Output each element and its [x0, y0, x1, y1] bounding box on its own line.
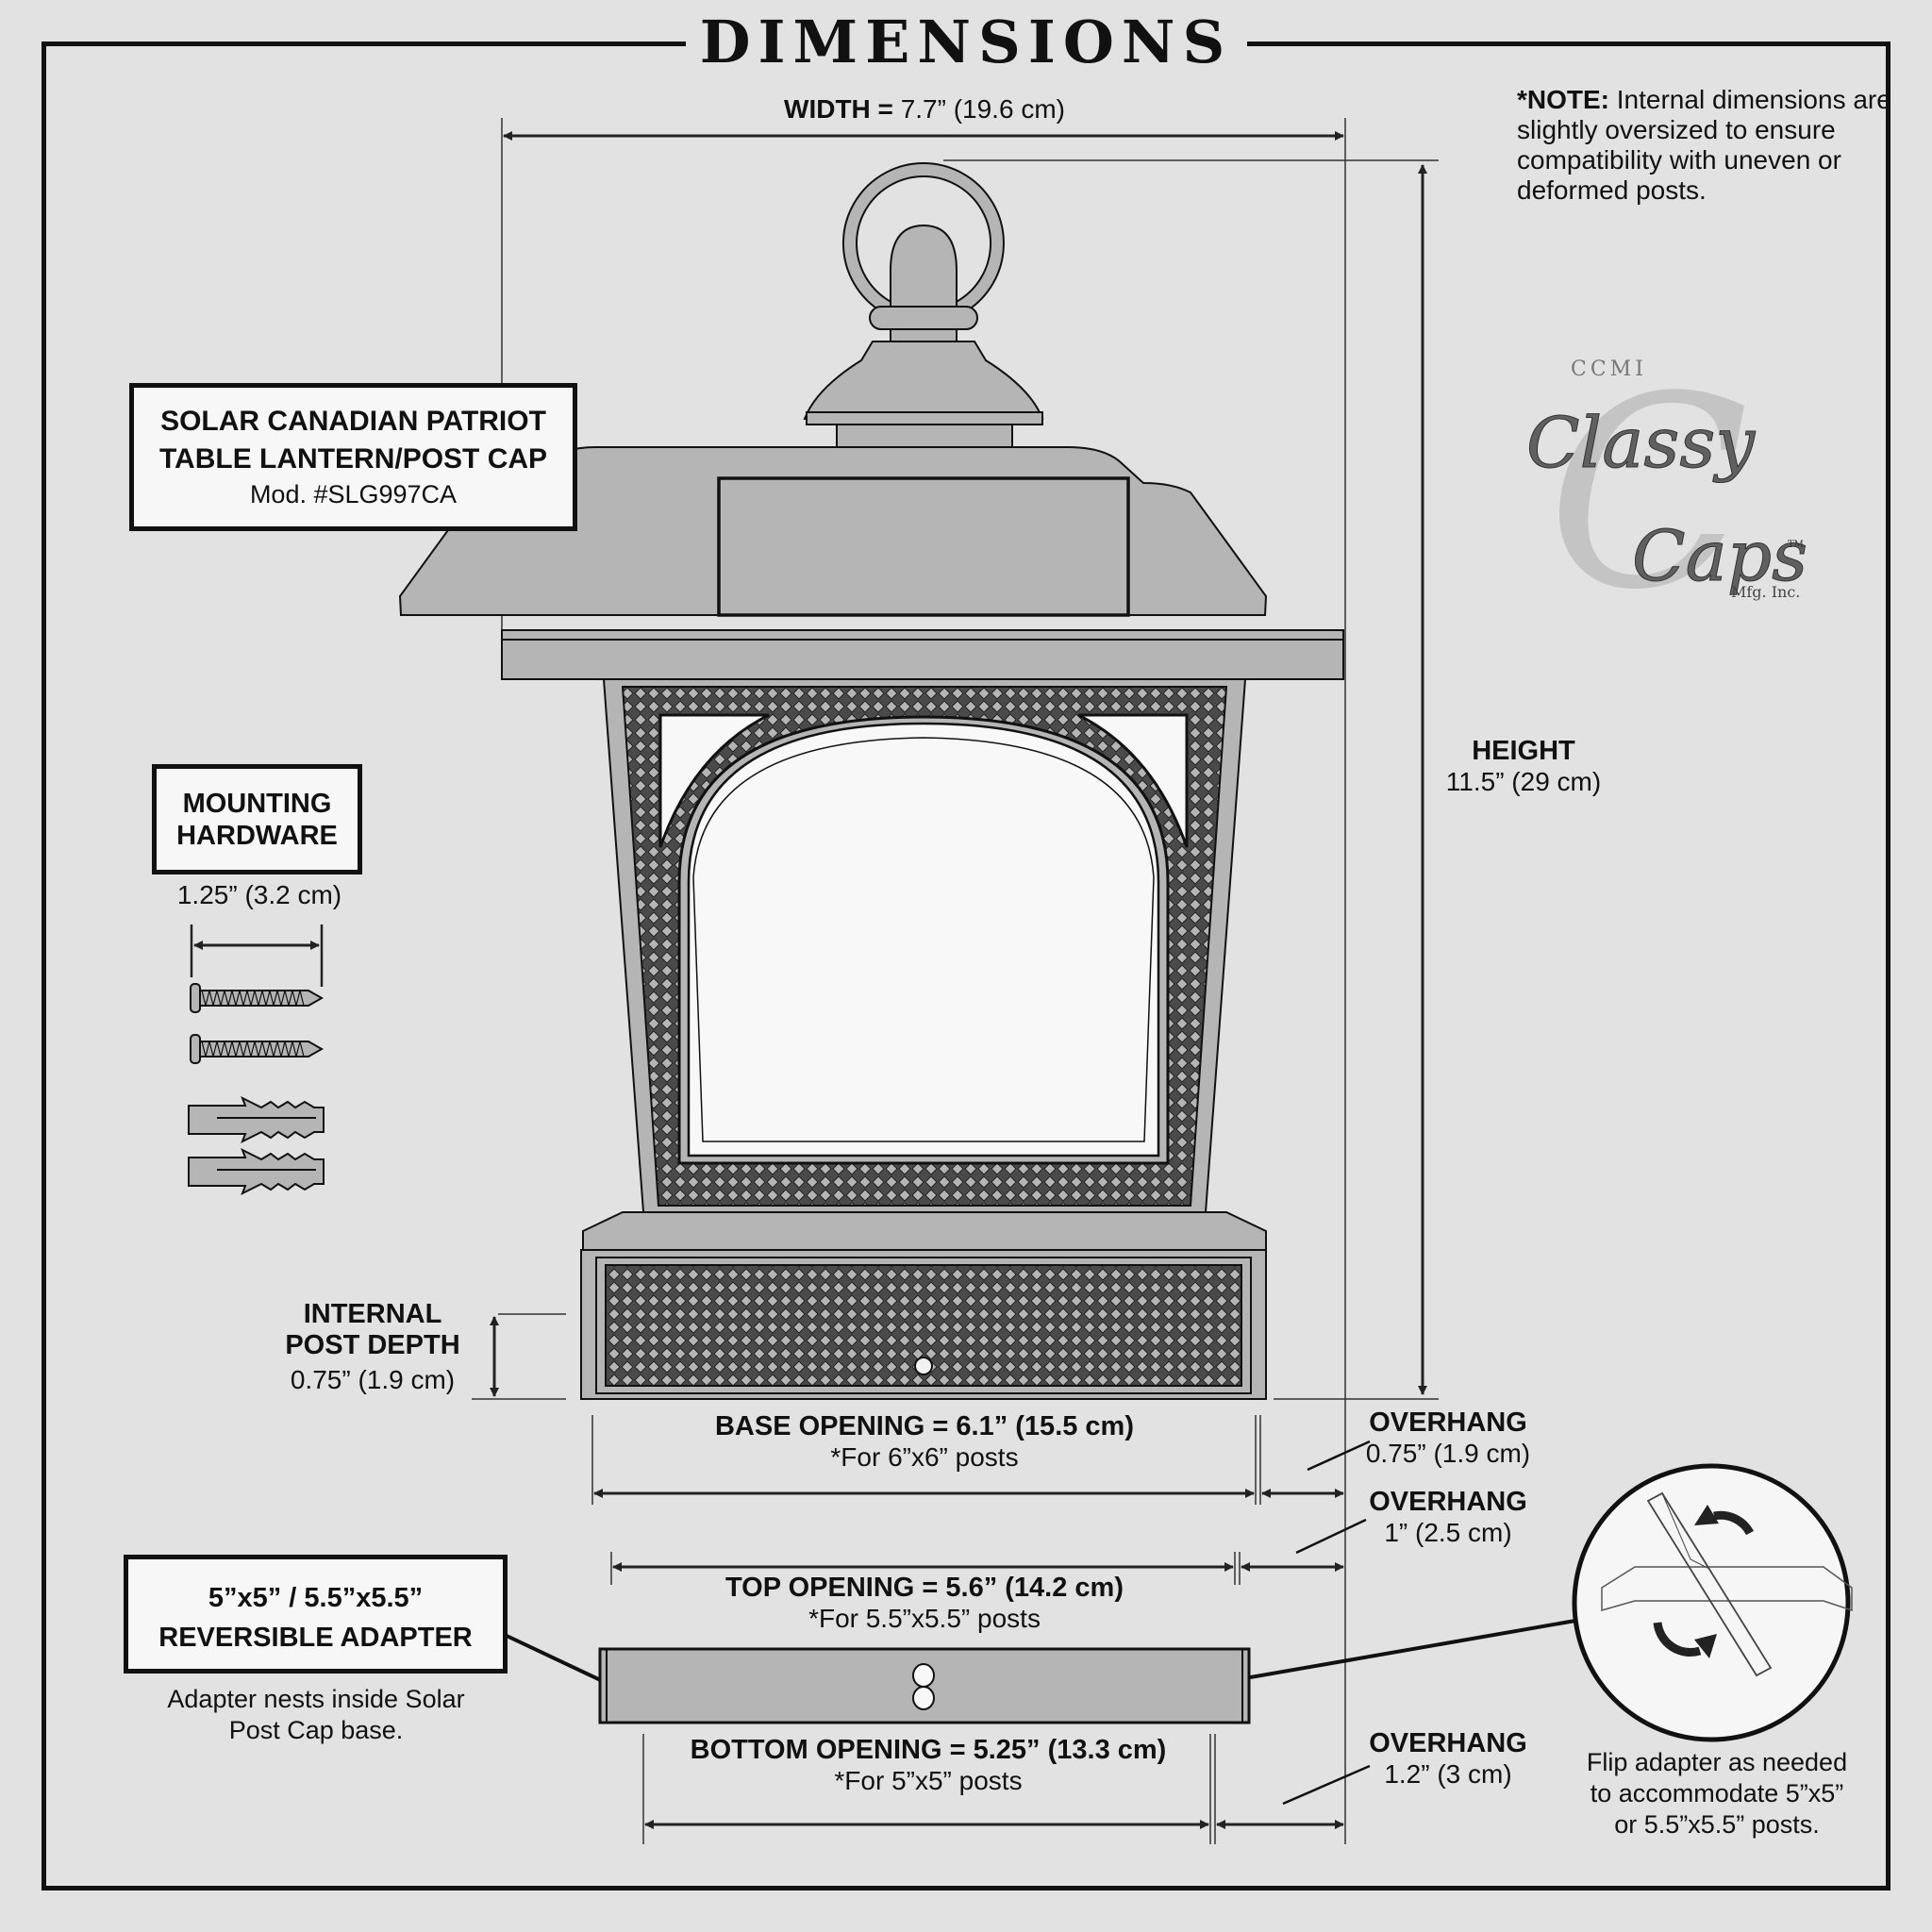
base-opening-sub: *For 6”x6” posts: [830, 1442, 1019, 1473]
frame-left: [42, 42, 46, 1890]
frame-top-left: [42, 42, 686, 46]
overhang-3-label: OVERHANG: [1369, 1728, 1527, 1758]
overhang-3: OVERHANG 1.2” (3 cm): [1340, 1728, 1557, 1790]
adapter-caption-line2: Post Cap base.: [228, 1716, 404, 1744]
width-label: WIDTH =: [784, 94, 893, 124]
base-opening-label: BASE OPENING = 6.1” (15.5 cm): [714, 1411, 1135, 1441]
adapter-size: 5”x5” / 5.5”x5.5”: [208, 1583, 424, 1613]
bottom-opening-sub: *For 5”x5” posts: [834, 1766, 1023, 1796]
post-depth-line1: INTERNAL: [303, 1299, 442, 1329]
product-title-box: SOLAR CANADIAN PATRIOT TABLE LANTERN/POS…: [129, 383, 577, 531]
post-depth-dimension: INTERNAL POST DEPTH 0.75” (1.9 cm): [264, 1299, 481, 1399]
note-body: Internal dimensions are slightly oversiz…: [1517, 85, 1891, 205]
height-dimension: HEIGHT 11.5” (29 cm): [1415, 736, 1632, 798]
top-opening-label: TOP OPENING = 5.6” (14.2 cm): [724, 1573, 1124, 1603]
bottom-opening-label: BOTTOM OPENING = 5.25” (13.3 cm): [690, 1735, 1167, 1765]
mounting-hardware-box: MOUNTING HARDWARE: [152, 764, 362, 874]
svg-text:Mfg. Inc.: Mfg. Inc.: [1731, 583, 1800, 601]
overhang-2-value: 1” (2.5 cm): [1384, 1518, 1512, 1548]
overhang-3-value: 1.2” (3 cm): [1384, 1759, 1512, 1790]
flip-caption-line1: Flip adapter as needed: [1586, 1748, 1848, 1776]
overhang-1-label: OVERHANG: [1369, 1407, 1527, 1438]
svg-text:Classy: Classy: [1526, 403, 1756, 484]
classy-caps-logo: C CCMI Classy Caps TM Mfg. Inc.: [1526, 341, 1808, 648]
frame-bottom: [42, 1886, 1890, 1890]
hardware-title-line1: MOUNTING: [182, 789, 332, 819]
flip-caption-line2: to accommodate 5”x5”: [1590, 1779, 1844, 1807]
overhang-2: OVERHANG 1” (2.5 cm): [1340, 1487, 1557, 1549]
product-name-line2: TABLE LANTERN/POST CAP: [158, 443, 548, 475]
frame-right: [1886, 42, 1890, 1890]
flip-caption-line3: or 5.5”x5.5” posts.: [1614, 1810, 1820, 1839]
hardware-title-line2: HARDWARE: [176, 821, 338, 851]
top-opening-sub: *For 5.5”x5.5” posts: [808, 1604, 1041, 1634]
svg-text:C: C: [1547, 341, 1749, 648]
svg-text:Caps: Caps: [1632, 516, 1807, 597]
svg-text:TM: TM: [1788, 540, 1804, 550]
hardware-icons: [188, 983, 325, 1196]
height-value: 11.5” (29 cm): [1445, 767, 1602, 797]
width-dimension: WIDTH = 7.7” (19.6 cm): [726, 94, 1123, 125]
adapter-caption: Adapter nests inside Solar Post Cap base…: [113, 1684, 519, 1746]
height-label: HEIGHT: [1472, 736, 1575, 766]
note-prefix: *NOTE:: [1517, 85, 1609, 114]
post-depth-line2: POST DEPTH: [285, 1330, 460, 1360]
product-model: Mod. #SLG997CA: [249, 480, 458, 508]
frame-top-right: [1247, 42, 1890, 46]
overhang-1-value: 0.75” (1.9 cm): [1365, 1439, 1531, 1469]
adapter-caption-line1: Adapter nests inside Solar: [167, 1685, 465, 1713]
svg-text:CCMI: CCMI: [1571, 358, 1647, 381]
flip-adapter-illustration: [1572, 1463, 1853, 1742]
adapter-name: REVERSIBLE ADAPTER: [158, 1623, 473, 1653]
adapter-title-box: 5”x5” / 5.5”x5.5” REVERSIBLE ADAPTER: [124, 1555, 508, 1674]
hardware-length: 1.25” (3.2 cm): [176, 880, 342, 909]
width-value: 7.7” (19.6 cm): [900, 94, 1065, 124]
overhang-1: OVERHANG 0.75” (1.9 cm): [1340, 1407, 1557, 1470]
overhang-2-label: OVERHANG: [1369, 1487, 1527, 1517]
flip-caption: Flip adapter as needed to accommodate 5”…: [1547, 1747, 1887, 1840]
post-depth-value: 0.75” (1.9 cm): [290, 1365, 456, 1394]
base-opening-dimension: BASE OPENING = 6.1” (15.5 cm) *For 6”x6”…: [594, 1411, 1255, 1474]
page-title: DIMENSIONS: [699, 8, 1233, 76]
product-name-line1: SOLAR CANADIAN PATRIOT: [160, 406, 546, 437]
note-text: *NOTE: Internal dimensions are slightly …: [1517, 85, 1913, 206]
top-opening-dimension: TOP OPENING = 5.6” (14.2 cm) *For 5.5”x5…: [613, 1573, 1236, 1635]
bottom-opening-dimension: BOTTOM OPENING = 5.25” (13.3 cm) *For 5”…: [645, 1735, 1211, 1797]
